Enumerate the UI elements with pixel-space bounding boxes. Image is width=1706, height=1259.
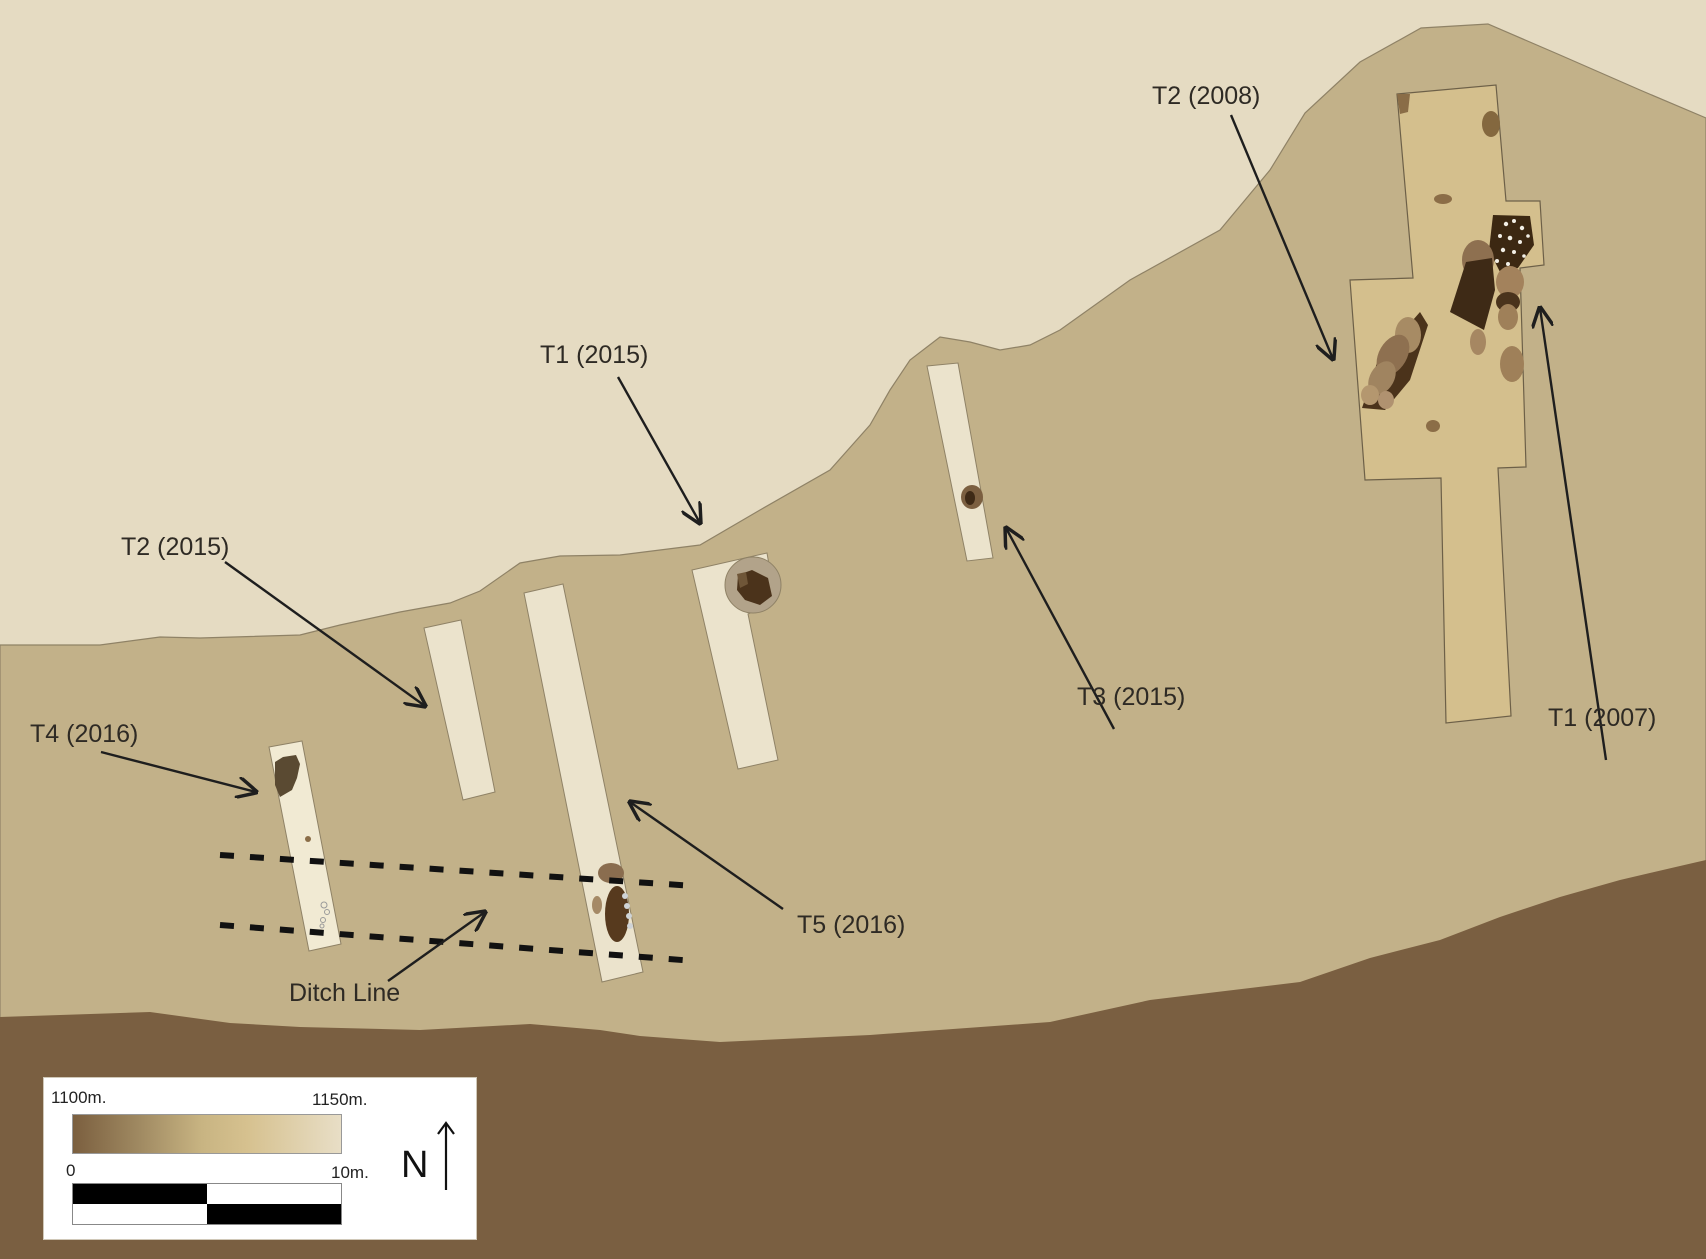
label-t4-2016: T4 (2016) <box>30 720 139 748</box>
mid-terrain <box>0 23 1706 1259</box>
label-t2-2008: T2 (2008) <box>1152 82 1261 110</box>
arrow-t4-2016 <box>100 750 256 792</box>
trench-t4-2016 <box>268 740 342 952</box>
scale-bar <box>72 1183 342 1225</box>
north-arrow-icon <box>437 1121 455 1190</box>
elevation-max-label: 1150m. <box>312 1090 368 1109</box>
label-t1-2015: T1 (2015) <box>540 341 649 369</box>
north-arrow: N <box>401 1118 461 1198</box>
trench-t3-2015 <box>926 362 994 562</box>
scale-start-label: 0 <box>66 1161 76 1180</box>
scale-end-label: 10m. <box>331 1163 369 1182</box>
arrow-t1-2015 <box>616 376 700 523</box>
elevation-color-ramp <box>72 1114 342 1154</box>
label-arrows <box>100 114 1608 982</box>
arrow-ditch-line <box>387 912 485 982</box>
arrow-t2-2015 <box>224 561 425 706</box>
north-label: N <box>401 1144 429 1186</box>
label-t5-2016: T5 (2016) <box>797 911 906 939</box>
arrow-t5-2016 <box>630 802 784 910</box>
arrow-t3-2015 <box>1006 528 1116 730</box>
arrow-t2-2008 <box>1229 114 1333 359</box>
trench-t2-2015 <box>423 619 496 801</box>
elevation-min-label: 1100m. <box>51 1088 107 1107</box>
label-t3-2015: T3 (2015) <box>1077 683 1186 711</box>
trench-t1-2007-features <box>1361 94 1534 432</box>
ditch-lines <box>219 852 696 964</box>
trench-t4-feature <box>275 755 300 797</box>
label-ditch-line: Ditch Line <box>289 979 401 1007</box>
map-legend: 1100m. 1150m. 0 10m. N <box>43 1077 477 1240</box>
arrow-t1-2007 <box>1540 308 1608 761</box>
label-t1-2007: T1 (2007) <box>1548 704 1657 732</box>
label-t2-2015: T2 (2015) <box>121 533 230 561</box>
